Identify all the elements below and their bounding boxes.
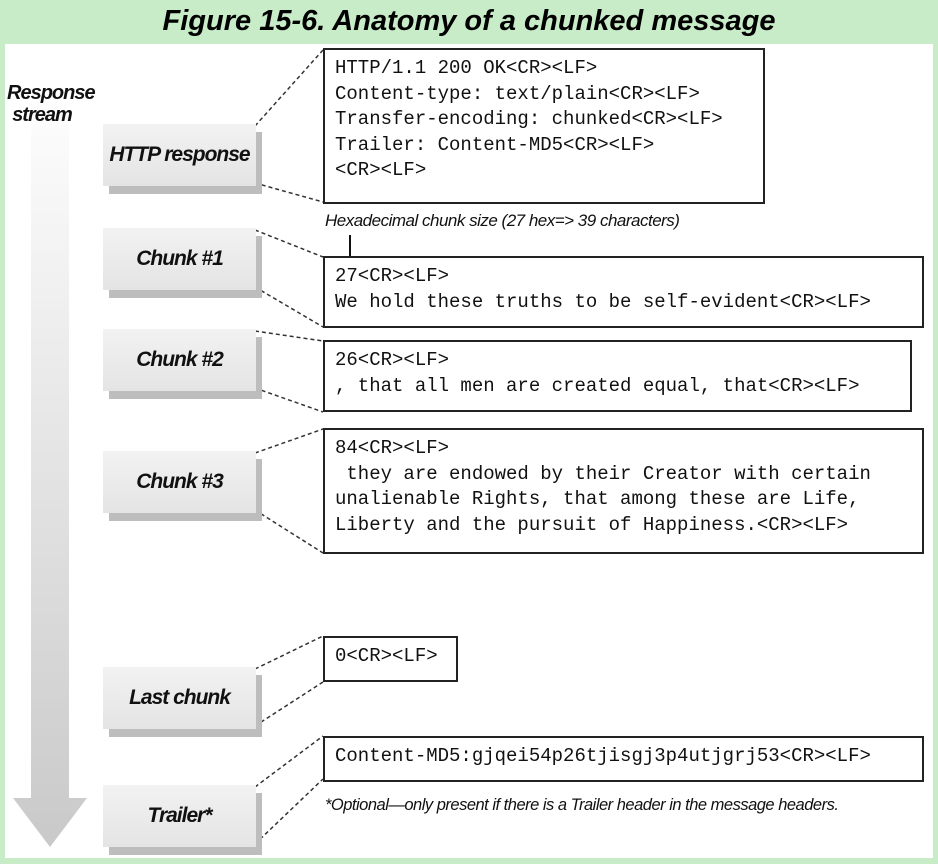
http-response-line: Trailer: Content-MD5<CR><LF>	[335, 133, 655, 156]
response-stream-label-line1: Response	[7, 82, 96, 104]
connector-chunk2-bottom	[254, 387, 324, 413]
trailer-note: *Optional—only present if there is a Tra…	[325, 796, 839, 814]
chunk1-box: 27<CR><LF> We hold these truths to be sel…	[323, 256, 924, 328]
http-response-line: <CR><LF>	[335, 159, 427, 181]
http-response-line: Content-type: text/plain<CR><LF>	[335, 82, 700, 105]
connector-chunk1-bottom	[254, 286, 324, 328]
connector-last-top	[254, 635, 324, 670]
connector-chunk1-top	[254, 229, 324, 258]
chunk2-tab: Chunk #2	[103, 329, 256, 391]
connector-chunk3-top	[254, 428, 324, 454]
response-stream-arrow	[13, 76, 87, 847]
chunk-size-note: Hexadecimal chunk size (27 hex=> 39 char…	[325, 211, 680, 230]
connector-chunk3-bottom	[254, 509, 324, 554]
connector-chunk2-top	[254, 330, 324, 342]
response-stream-label: Response stream	[7, 82, 96, 126]
chunk1-tab: Chunk #1	[103, 228, 256, 290]
last-chunk-line: 0<CR><LF>	[335, 645, 438, 667]
trailer-box: Content-MD5:gjqei54p26tjisgj3p4utjgrj53<…	[323, 736, 924, 782]
chunk2-box: 26<CR><LF> , that all men are created equ…	[323, 340, 912, 412]
chunk3-line: Liberty and the pursuit of Happiness.<CR…	[335, 513, 849, 536]
chunk3-label: Chunk #3	[136, 470, 224, 493]
connector-last-bottom	[254, 681, 324, 727]
last-chunk-box: 0<CR><LF>	[323, 636, 458, 682]
chunk2-line: 26<CR><LF>	[335, 349, 450, 371]
trailer-label: Trailer*	[147, 804, 213, 827]
response-stream-label-line2: stream	[12, 104, 73, 126]
chunk3-box: 84<CR><LF> they are endowed by their Cre…	[323, 428, 924, 554]
last-chunk-label: Last chunk	[129, 686, 231, 709]
chunk3-line: 84<CR><LF>	[335, 437, 450, 459]
http-response-label: HTTP response	[109, 143, 250, 166]
trailer-line: Content-MD5:gjqei54p26tjisgj3p4utjgrj53<…	[335, 745, 871, 767]
connector-trailer-top	[254, 735, 324, 788]
connector-http-top	[254, 49, 324, 127]
chunk3-line: unalienable Rights, that among these are…	[335, 488, 860, 510]
last-chunk-tab: Last chunk	[103, 667, 256, 729]
chunk1-line: We hold these truths to be self-evident<…	[335, 290, 871, 313]
http-response-line: HTTP/1.1 200 OK<CR><LF>	[335, 57, 598, 79]
connector-http-bottom	[254, 182, 324, 203]
figure-title: Figure 15-6. Anatomy of a chunked messag…	[162, 5, 776, 37]
http-response-box: HTTP/1.1 200 OK<CR><LF> Content-type: tex…	[323, 48, 765, 204]
diagram-canvas: Response stream HTTP response Chunk #1 C…	[5, 44, 933, 858]
trailer-tab: Trailer*	[103, 785, 256, 847]
chunk3-tab: Chunk #3	[103, 451, 256, 513]
chunk1-label: Chunk #1	[136, 247, 224, 270]
http-response-tab: HTTP response	[103, 124, 256, 186]
chunk3-line: they are endowed by their Creator with c…	[335, 462, 871, 485]
connector-trailer-bottom	[254, 778, 324, 845]
http-response-line: Transfer-encoding: chunked<CR><LF>	[335, 108, 723, 130]
chunk2-label: Chunk #2	[136, 348, 224, 371]
chunk1-line: 27<CR><LF>	[335, 265, 450, 287]
diagram-connectors	[13, 49, 357, 847]
chunk2-line: , that all men are created equal, that<C…	[335, 374, 860, 397]
